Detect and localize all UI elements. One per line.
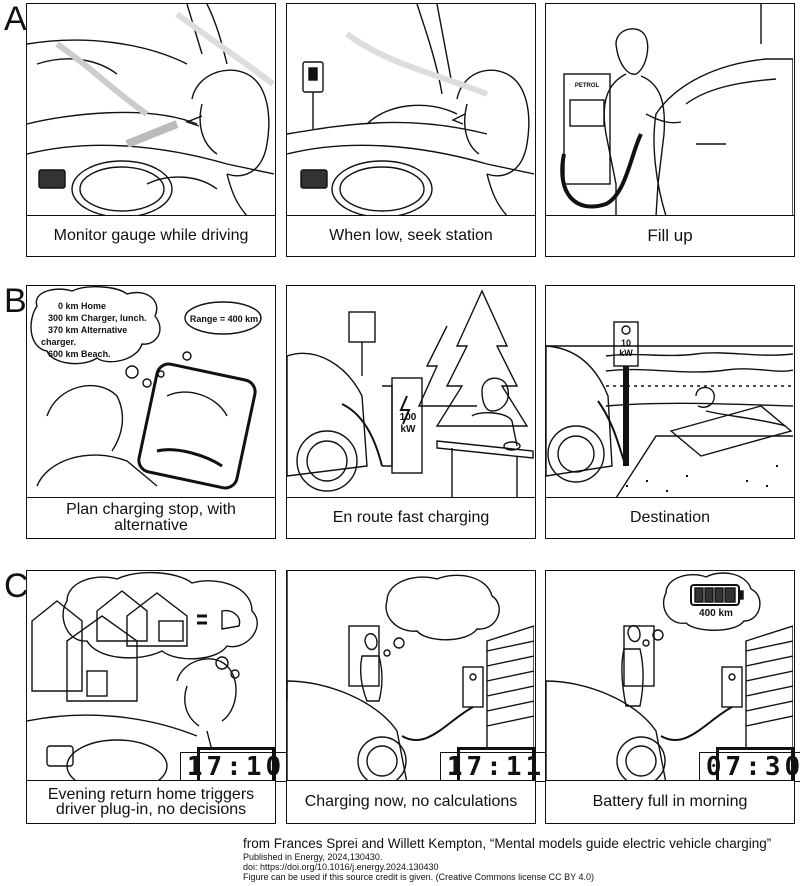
row-letter-c: C: [4, 567, 29, 605]
dashboard-screen-icon: [46, 745, 74, 767]
row-letter-b: B: [4, 282, 27, 320]
panel-c1-caption-line2: driver plug-in, no decisions: [55, 801, 247, 818]
fuel-gauge-icon: [38, 169, 66, 189]
panel-b1-plan-charging: 0 km Home 300 km Charger, lunch. 370 km …: [26, 285, 276, 539]
fuel-gauge-low-icon: [300, 169, 328, 189]
panel-a2-seek-station: When low, seek station: [286, 3, 536, 257]
panel-a1-monitor-gauge: Monitor gauge while driving: [26, 3, 276, 257]
charging-plug-icon: [221, 609, 241, 630]
credits-doi: doi: https://doi.org/10.1016/j.energy.20…: [243, 862, 439, 872]
plan-list: 0 km Home 300 km Charger, lunch. 370 km …: [41, 300, 161, 360]
thought-cloud-plan: [30, 286, 161, 365]
thought-cloud-home: [62, 571, 258, 660]
thought-cloud-battery: [662, 572, 761, 631]
rest-area-sign-icon: [348, 311, 376, 343]
credits-main-line: from Frances Sprei and Willett Kempton, …: [243, 836, 772, 851]
charger-power-label: 100 kW: [399, 412, 417, 435]
plan-item-0: 0 km Home: [57, 301, 107, 311]
panel-b3-illustration: 10 kW: [546, 286, 794, 498]
panel-a1-caption: Monitor gauge while driving: [27, 215, 275, 256]
panel-c2-caption: Charging now, no calculations: [287, 780, 535, 823]
lightning-icon: [399, 395, 411, 425]
panel-b3-caption: Destination: [546, 497, 794, 538]
panel-b1-caption: Plan charging stop, with alternative: [27, 497, 275, 538]
wall-charger: [462, 666, 484, 708]
range-bubble: [184, 301, 262, 335]
range-bubble-text: Range = 400 km: [189, 314, 259, 324]
panel-b1-illustration: 0 km Home 300 km Charger, lunch. 370 km …: [27, 286, 275, 498]
panel-c3-illustration: 400 km 07:30: [546, 571, 800, 787]
clock-display-morning: 07:30: [698, 747, 800, 787]
panel-b2-fast-charging: 100 kW En route fast charging: [286, 285, 536, 539]
panel-b3-destination: 10 kW Destination: [545, 285, 795, 539]
thought-cloud-empty: [385, 574, 500, 641]
panel-c1-evening-return: 17:10 Evening return home triggers drive…: [26, 570, 293, 824]
panel-a1-illustration: [27, 4, 275, 216]
credits-license: Figure can be used if this source credit…: [243, 872, 594, 882]
panel-c3-battery-full: 400 km 07:30 Battery full in morning: [545, 570, 800, 824]
panel-a3-caption: Fill up: [546, 215, 794, 256]
panel-a3-illustration: PETROL: [546, 4, 794, 216]
destination-charger-label: 10 kW: [619, 338, 633, 358]
panel-b2-caption: En route fast charging: [287, 497, 535, 538]
plan-item-1: 300 km Charger, lunch.: [47, 313, 147, 323]
panel-b2-illustration: 100 kW: [287, 286, 535, 498]
battery-range-label: 400 km: [699, 608, 733, 619]
panel-c3-caption: Battery full in morning: [546, 780, 794, 823]
smartphone-icon: [137, 362, 257, 490]
petrol-pump: [563, 73, 611, 185]
plan-item-2: 370 km Alternative charger.: [41, 325, 128, 347]
panel-a2-illustration: [287, 4, 535, 216]
beach-towel: [669, 405, 793, 457]
panel-a3-fill-up: PETROL Fill up: [545, 3, 795, 257]
credits-published: Published in Energy, 2024,130430.: [243, 852, 383, 862]
panel-a2-caption: When low, seek station: [287, 215, 535, 256]
pine-tree-icon: [435, 289, 529, 427]
row-letter-a: A: [4, 0, 27, 38]
source-credits: from Frances Sprei and Willett Kempton, …: [243, 836, 799, 882]
panel-c1-illustration: 17:10: [27, 571, 293, 787]
panel-c2-charging-now: 17:11 Charging now, no calculations: [286, 570, 553, 824]
panel-c1-caption: Evening return home triggers driver plug…: [27, 780, 275, 823]
panel-c1-caption-line1: Evening return home triggers: [47, 786, 255, 803]
petrol-pump-label: PETROL: [574, 83, 600, 89]
plan-item-3: 600 km Beach.: [47, 349, 111, 359]
panel-c2-illustration: 17:11: [287, 571, 553, 787]
